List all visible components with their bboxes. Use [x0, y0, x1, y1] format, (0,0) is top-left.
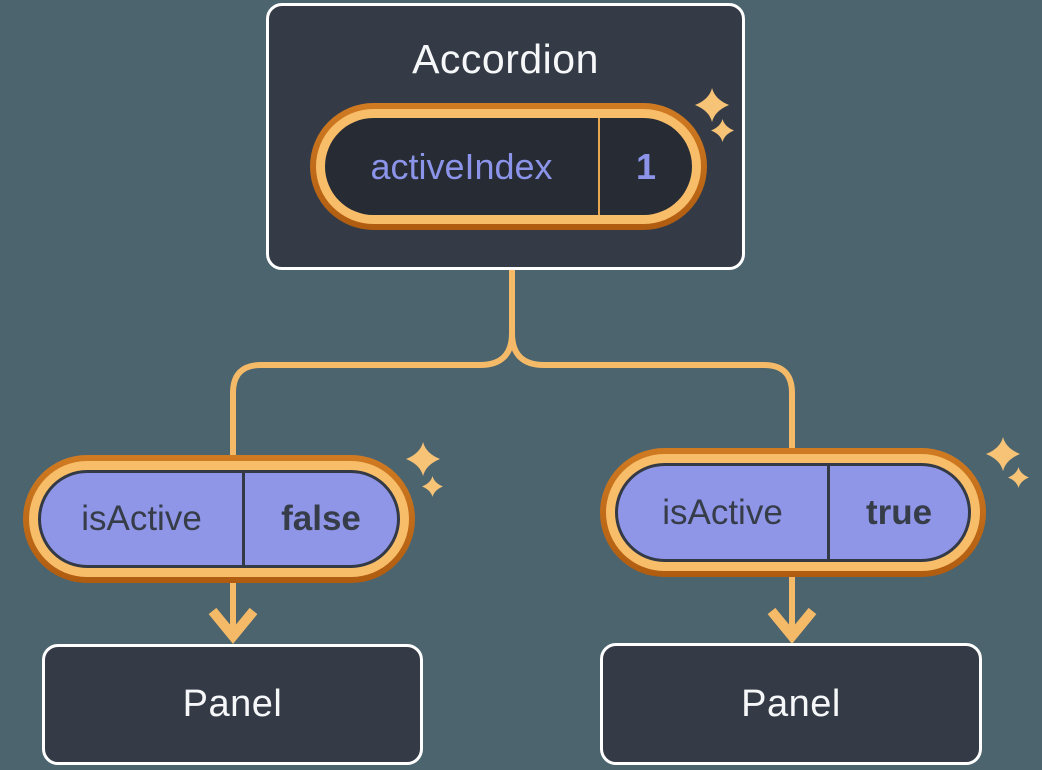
prop-value-label: true [865, 492, 933, 532]
state-value-label: 1 [635, 145, 657, 187]
panel-title: Panel [741, 682, 841, 725]
sparkle-icon [986, 437, 1021, 472]
state-pill: activeIndex 1 [310, 103, 707, 230]
accordion-title: Accordion [412, 36, 599, 82]
prop-value-cell: false [245, 473, 397, 565]
pill-divider [827, 466, 830, 559]
state-name-cell: activeIndex [325, 118, 598, 215]
prop-value-label: false [281, 499, 361, 538]
sparkle-icon [1008, 467, 1029, 488]
prop-pill-core: isActive true [615, 463, 971, 562]
prop-name-cell: isActive [618, 466, 827, 559]
state-pill-core: activeIndex 1 [325, 118, 692, 215]
prop-pill-right: isActive true [600, 448, 986, 577]
panel-title: Panel [182, 683, 283, 725]
panel-component-box-right: Panel [600, 643, 982, 765]
prop-pill-ring: isActive false [29, 461, 409, 577]
panel-component-box-left: Panel [42, 644, 423, 765]
prop-name-label: isActive [81, 499, 202, 538]
state-name-label: activeIndex [370, 145, 553, 187]
prop-name-cell: isActive [41, 473, 242, 565]
state-pill-ring: activeIndex 1 [316, 109, 701, 224]
prop-pill-left: isActive false [23, 455, 415, 583]
arrow-down-icon [208, 607, 258, 644]
prop-pill-ring: isActive true [606, 454, 980, 571]
sparkle-icon [406, 442, 441, 477]
arrow-down-icon [767, 607, 817, 644]
sparkle-icon [422, 476, 443, 497]
prop-value-cell: true [830, 466, 968, 559]
prop-pill-core: isActive false [38, 470, 400, 568]
prop-name-label: isActive [662, 492, 783, 532]
state-value-cell: 1 [600, 118, 692, 215]
pill-divider [598, 118, 600, 215]
